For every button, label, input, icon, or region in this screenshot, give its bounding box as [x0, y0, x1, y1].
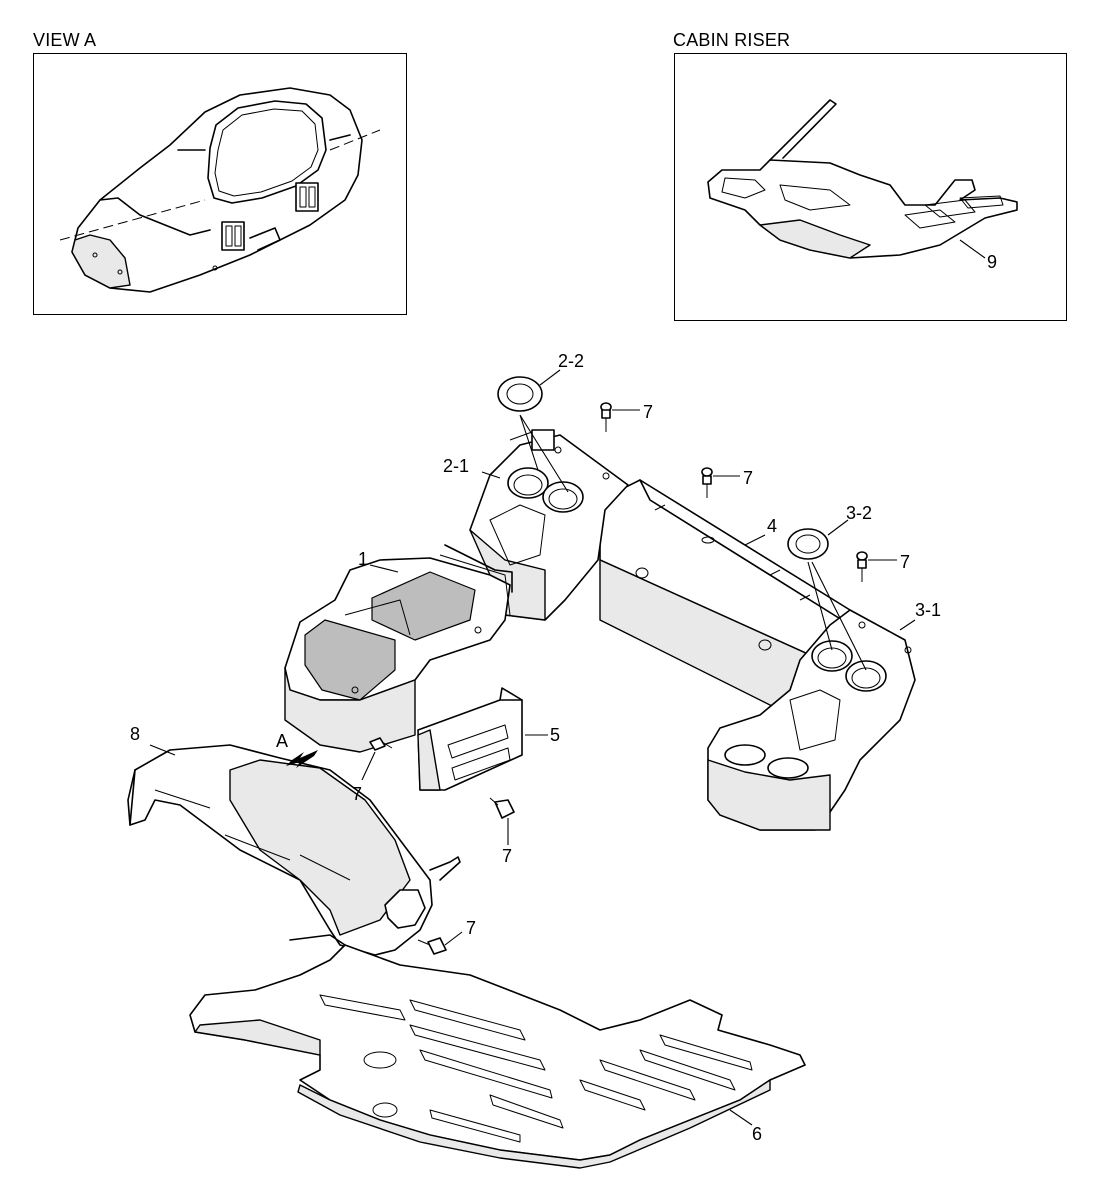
screw-icon — [701, 467, 713, 498]
fasteners-7: 7 7 7 7 7 — [352, 402, 910, 955]
callout-9: 9 — [987, 252, 997, 272]
callout-7-c: 7 — [900, 552, 910, 572]
callout-4: 4 — [767, 516, 777, 536]
callout-8: 8 — [130, 724, 140, 744]
callout-2-1: 2-1 — [443, 456, 469, 476]
view-a-title: VIEW A — [33, 30, 97, 50]
callout-7-d: 7 — [352, 784, 362, 804]
screw-icon — [489, 797, 515, 819]
callout-5: 5 — [550, 725, 560, 745]
callout-7-e: 7 — [502, 846, 512, 866]
cabin-riser-title: CABIN RISER — [673, 30, 791, 50]
part-3-2-ring: 3-2 — [787, 503, 872, 671]
part-1-console-box — [284, 544, 513, 753]
part-2-1-pod — [469, 429, 629, 621]
callout-7-f: 7 — [466, 918, 476, 938]
callout-3-2: 3-2 — [846, 503, 872, 523]
callout-1: 1 — [358, 549, 368, 569]
screw-icon — [417, 937, 447, 955]
screw-icon — [856, 551, 868, 582]
screw-icon — [369, 737, 393, 751]
view-a-dash-cover — [59, 87, 381, 293]
part-2-2-ring: 2-2 — [497, 351, 584, 493]
callout-7-b: 7 — [743, 468, 753, 488]
callout-6: 6 — [752, 1124, 762, 1144]
screw-icon — [600, 402, 612, 432]
cabin-riser-mat: 9 — [707, 99, 1018, 272]
part-5-bracket: 5 — [417, 687, 560, 791]
arrow-a-label: A — [276, 731, 288, 751]
callout-7-a: 7 — [643, 402, 653, 422]
callout-3-1: 3-1 — [915, 600, 941, 620]
part-8-dash-cover: 8 — [127, 724, 461, 956]
callout-2-2: 2-2 — [558, 351, 584, 371]
part-6-floor-mat: 6 — [189, 934, 806, 1169]
view-a-arrow: A — [276, 731, 318, 768]
